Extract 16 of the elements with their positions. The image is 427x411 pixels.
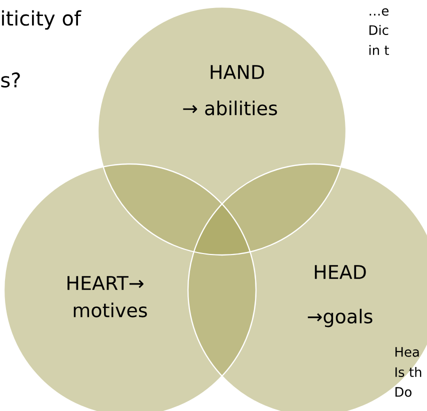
text-fragment: in t xyxy=(369,45,389,55)
circle-label: → abilities xyxy=(183,100,277,116)
circle-label: HEART→ xyxy=(68,276,144,290)
circle-outline xyxy=(97,6,347,256)
circle-label: HAND xyxy=(210,65,264,79)
circle-outline xyxy=(187,163,427,411)
text-fragment: Do xyxy=(395,387,412,397)
circle-outline xyxy=(3,163,257,411)
circle-label: →goals xyxy=(308,308,372,328)
text-fragment: s? xyxy=(1,72,20,88)
text-fragment: …e xyxy=(370,8,389,16)
text-fragment: Dic xyxy=(369,24,388,36)
text-fragment: Is th xyxy=(395,366,422,378)
circle-label: HEAD xyxy=(314,265,366,279)
circle-label: motives xyxy=(74,302,147,318)
text-fragment: Hea xyxy=(395,347,419,357)
